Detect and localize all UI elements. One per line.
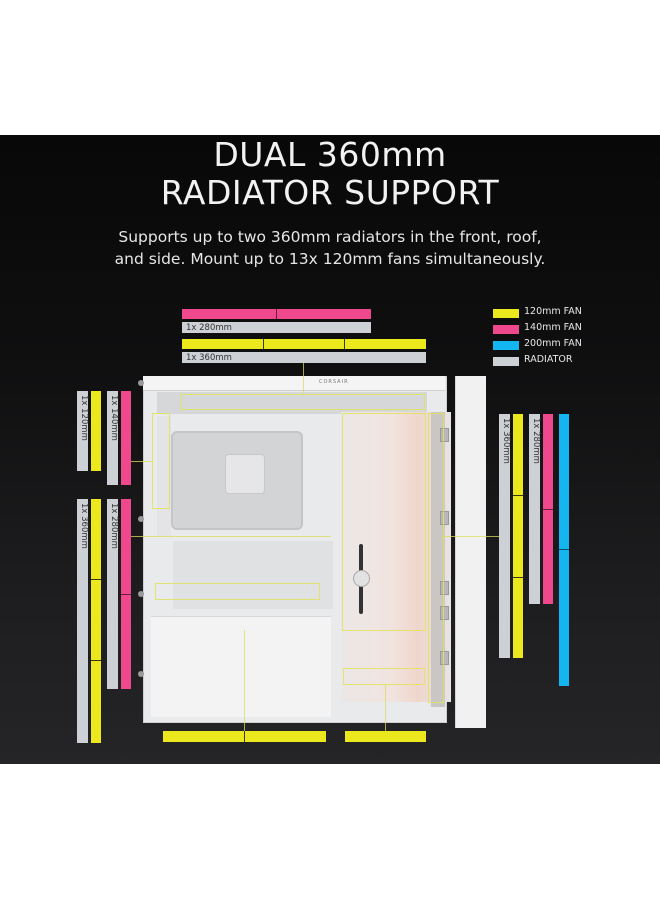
top-120mm-fan-bar — [182, 339, 426, 349]
top-280mm-label: 1x 280mm — [186, 323, 232, 333]
case-brand-text: CORSAIR — [319, 379, 349, 385]
legend-swatch-gray — [493, 357, 519, 366]
legend-label: 140mm FAN — [524, 322, 582, 333]
screw — [138, 591, 144, 597]
page-title-line2: RADIATOR SUPPORT — [160, 173, 500, 212]
rear-fan-highlight — [152, 413, 170, 509]
fan-divider — [276, 309, 277, 319]
side-upper-140mm-fan-bar — [121, 391, 131, 485]
side-upper-120mm-fan-bar — [91, 391, 101, 471]
side-lower-360mm-radiator-bar: 1x 360mm — [77, 499, 89, 743]
bottom-psu-120mm-fan-bar — [163, 731, 326, 742]
fan-divider — [91, 660, 101, 661]
rear-io-area — [157, 416, 171, 536]
bottom-120mm-fan-bar — [345, 731, 426, 742]
cable-area — [173, 541, 333, 609]
top-140mm-fan-bar — [182, 309, 371, 319]
side-radiator-highlight — [342, 413, 426, 631]
side-lower-120mm-fan-bar — [91, 499, 101, 743]
fan-divider — [543, 509, 553, 510]
legend-label: 120mm FAN — [524, 306, 582, 317]
legend-swatch-blue — [493, 341, 519, 350]
case-top-rail: CORSAIR — [143, 376, 445, 391]
side-lower-280mm-label: 1x 280mm — [109, 503, 119, 549]
subtitle-line2: and side. Mount up to 13x 120mm fans sim… — [114, 250, 546, 268]
side-lower-360mm-label: 1x 360mm — [79, 503, 89, 549]
case-tab — [440, 511, 449, 525]
connector-line-left-upper — [131, 461, 153, 462]
side-upper-120mm-radiator-bar: 1x 120mm — [77, 391, 89, 471]
front-360mm-label: 1x 360mm — [501, 418, 511, 464]
case-knob — [353, 570, 370, 587]
side-lower-280mm-radiator-bar: 1x 280mm — [107, 499, 119, 689]
front-fan-column — [431, 412, 445, 707]
subtitle-line1: Supports up to two 360mm radiators in th… — [118, 228, 542, 246]
front-280mm-radiator-bar: 1x 280mm — [529, 414, 541, 604]
fan-divider — [263, 339, 264, 349]
psu-fan-highlight — [155, 583, 320, 600]
legend-swatch-yellow — [493, 309, 519, 318]
case-tab — [440, 651, 449, 665]
side-lower-140mm-fan-bar — [121, 499, 131, 689]
fan-divider — [121, 594, 131, 595]
case-tab — [440, 581, 449, 595]
fan-divider — [244, 731, 245, 742]
top-360mm-label: 1x 360mm — [186, 353, 232, 363]
legend-label: 200mm FAN — [524, 338, 582, 349]
fan-divider — [513, 495, 523, 496]
front-140mm-fan-bar — [543, 414, 553, 604]
front-120mm-fan-bar — [513, 414, 523, 658]
side-upper-140mm-label: 1x 140mm — [109, 395, 119, 441]
screw — [138, 516, 144, 522]
case-front-panel — [455, 376, 486, 728]
bottom-fan-highlight — [343, 668, 425, 685]
connector-line-top — [303, 363, 304, 395]
front-360mm-radiator-bar: 1x 360mm — [499, 414, 511, 658]
case-tab — [440, 606, 449, 620]
psu-shroud — [151, 616, 331, 717]
top-radiator-highlight — [180, 394, 425, 410]
case-tab — [440, 428, 449, 442]
cpu-cutout — [225, 454, 265, 494]
side-upper-140mm-radiator-bar: 1x 140mm — [107, 391, 119, 485]
front-200mm-fan-bar — [559, 414, 569, 686]
screw — [138, 671, 144, 677]
connector-line-left-lower — [131, 536, 331, 537]
front-280mm-label: 1x 280mm — [531, 418, 541, 464]
top-fan-bay — [157, 392, 427, 414]
top-360mm-radiator-bar: 1x 360mm — [182, 352, 426, 363]
top-280mm-radiator-bar: 1x 280mm — [182, 322, 371, 333]
fan-divider — [91, 579, 101, 580]
page-title-line1: DUAL 360mm — [213, 135, 447, 174]
screw — [138, 380, 144, 386]
connector-line-bottom-left — [244, 630, 245, 731]
legend-swatch-pink — [493, 325, 519, 334]
pc-case-illustration: CORSAIR — [138, 376, 486, 728]
connector-line-bottom-right — [385, 685, 386, 731]
legend-label: RADIATOR — [524, 354, 573, 365]
fan-divider — [513, 577, 523, 578]
fan-divider — [344, 339, 345, 349]
side-upper-120mm-label: 1x 120mm — [79, 395, 89, 441]
front-fan-highlight — [428, 413, 444, 703]
subtitle: Supports up to two 360mm radiators in th… — [0, 226, 660, 270]
fan-divider — [559, 549, 569, 550]
connector-line-right — [442, 536, 499, 537]
